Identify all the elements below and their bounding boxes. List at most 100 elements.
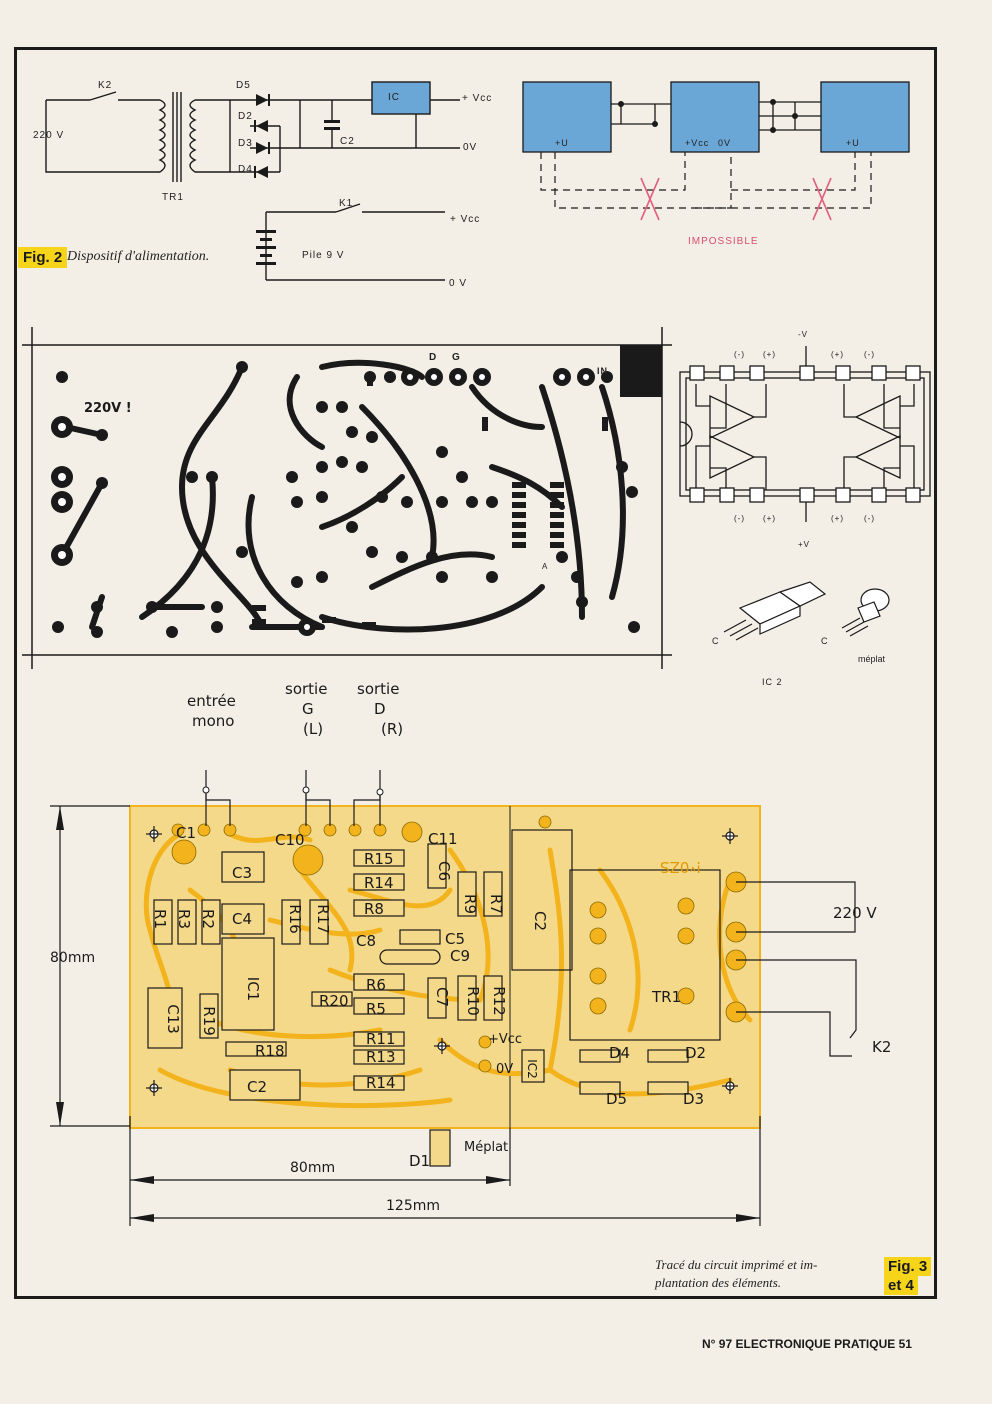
comp-r16: R16	[285, 904, 304, 934]
comp-c5: C5	[445, 930, 466, 948]
vcc2-label: + Vcc	[450, 214, 481, 225]
opamp-top-1: (-)	[734, 350, 745, 359]
d2-label: D2	[238, 111, 253, 122]
d5-label: D5	[236, 80, 251, 91]
comp-r1: R1	[150, 909, 169, 929]
opamp-top-3: -V	[798, 330, 808, 339]
output-g-3: (L)	[303, 720, 324, 738]
impossible-ov: 0V	[718, 138, 732, 148]
ov-label: 0V	[463, 142, 478, 153]
comp-c4: C4	[232, 910, 253, 928]
fig34-badge-2: et 4	[884, 1276, 918, 1295]
comp-r14b: R14	[366, 1074, 396, 1092]
comp-r17: R17	[313, 904, 332, 934]
pcb-warning-220v: !ᵛ0ZS	[660, 858, 702, 876]
ov2-label: 0 V	[449, 278, 468, 289]
output-d-2: D	[374, 700, 386, 718]
dim-width-125: 125mm	[386, 1198, 440, 1214]
comp-k2: K2	[872, 1038, 892, 1056]
fig2-badge: Fig. 2	[18, 247, 68, 268]
comp-c11: C11	[428, 830, 458, 848]
comp-c9: C9	[450, 947, 471, 965]
comp-r10: R10	[463, 986, 482, 1016]
comp-r7: R7	[486, 894, 505, 914]
page-frame	[14, 47, 937, 1299]
pcb-d-label: D	[429, 352, 438, 363]
k2-label: K2	[98, 80, 113, 91]
comp-r12: R12	[489, 986, 508, 1016]
c2-label: C2	[340, 136, 355, 147]
comp-c2-small: C2	[247, 1078, 268, 1096]
output-d-1: sortie	[357, 680, 400, 698]
comp-d2: D2	[685, 1044, 707, 1062]
comp-c2-large: C2	[531, 910, 550, 932]
comp-r15: R15	[364, 850, 394, 868]
k1-label: K1	[339, 198, 354, 209]
comp-c8: C8	[356, 932, 377, 950]
output-g-1: sortie	[285, 680, 328, 698]
comp-ic1: IC1	[244, 976, 263, 1002]
comp-d3: D3	[683, 1090, 705, 1108]
comp-r6: R6	[366, 976, 386, 994]
pcb-copper-trace	[22, 327, 672, 669]
opamp-top-4: (+)	[831, 350, 844, 359]
comp-r9: R9	[460, 894, 479, 914]
comp-d5: D5	[606, 1090, 628, 1108]
impossible-diagram	[522, 81, 910, 221]
impossible-caption: IMPOSSIBLE	[688, 236, 759, 247]
page-footer: N° 97 ELECTRONIQUE PRATIQUE 51	[702, 1337, 912, 1351]
output-g-2: G	[302, 700, 314, 718]
power-supply-schematic	[45, 81, 460, 281]
comp-r13: R13	[366, 1048, 396, 1066]
opamp-top-5: (-)	[864, 350, 875, 359]
ic2-meplat: méplat	[858, 654, 886, 664]
pcb-g-label: G	[452, 352, 461, 363]
impossible-u-right: +U	[846, 138, 860, 148]
comp-r20: R20	[319, 992, 349, 1010]
impossible-vcc: +Vcc	[685, 138, 710, 148]
component-layout	[50, 770, 857, 1226]
d4-label: D4	[238, 164, 253, 175]
opamp-bottom-4: (+)	[831, 514, 844, 523]
comp-r18: R18	[255, 1042, 285, 1060]
ic2-label: IC 2	[762, 677, 783, 687]
input-entree: entrée	[187, 692, 236, 710]
dim-width-80: 80mm	[290, 1160, 336, 1176]
vcc-label: + Vcc	[462, 93, 493, 104]
d3-label: D3	[238, 138, 253, 149]
comp-c3: C3	[232, 864, 253, 882]
tr1-label: TR1	[162, 192, 184, 203]
comp-c7: C7	[433, 986, 452, 1008]
opamp-bottom-1: (-)	[734, 514, 745, 523]
comp-ic2: IC2	[524, 1059, 539, 1079]
opamp-top-2: (+)	[763, 350, 776, 359]
input-mono: mono	[192, 712, 235, 730]
impossible-u-left: +U	[555, 138, 569, 148]
opamp-bottom-5: (-)	[864, 514, 875, 523]
comp-ov: 0V	[496, 1062, 514, 1077]
comp-r14a: R14	[364, 874, 394, 892]
comp-c6: C6	[435, 860, 454, 882]
comp-r5: R5	[366, 1000, 386, 1018]
pcb-in-label: IN	[597, 366, 608, 376]
comp-r11: R11	[366, 1030, 396, 1048]
dim-height-80: 80mm	[50, 950, 96, 966]
comp-c10: C10	[275, 831, 305, 849]
comp-c13: C13	[163, 1004, 182, 1034]
ic2-c-left: C	[712, 636, 720, 646]
ic2-c-right: C	[821, 636, 829, 646]
comp-220v: 220 V	[833, 904, 877, 922]
fig34-caption-2: plantation des éléments.	[655, 1275, 782, 1290]
pcb-a-label: A	[542, 562, 549, 571]
fig34-caption-1: Tracé du circuit imprimé et im-	[655, 1257, 818, 1272]
fig2-caption: Dispositif d'alimentation.	[67, 249, 210, 264]
comp-r8: R8	[364, 900, 384, 918]
opamp-bottom-3: +V	[798, 540, 811, 549]
comp-vcc: +Vcc	[488, 1032, 523, 1047]
comp-tr1: TR1	[652, 988, 682, 1006]
220v-label: 220 V	[33, 130, 65, 141]
comp-meplat: Méplat	[464, 1140, 509, 1155]
comp-r19: R19	[199, 1006, 218, 1036]
comp-d4: D4	[609, 1044, 631, 1062]
comp-r2: R2	[198, 909, 217, 929]
